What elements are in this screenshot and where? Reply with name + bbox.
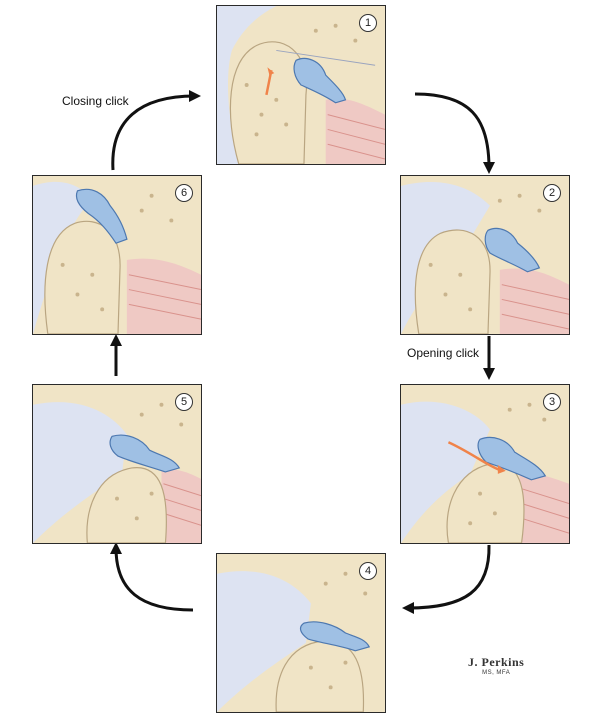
step-number-1: 1 bbox=[359, 14, 377, 32]
arrow-4-to-5 bbox=[110, 542, 194, 612]
arrow-3-to-4 bbox=[402, 544, 491, 614]
artist-name: J. Perkins bbox=[468, 655, 525, 669]
step-number-6: 6 bbox=[175, 184, 193, 202]
joint-illustration-4 bbox=[217, 554, 385, 712]
panel-1: 1 bbox=[216, 5, 386, 165]
joint-illustration-6 bbox=[33, 176, 201, 334]
step-number-2: 2 bbox=[543, 184, 561, 202]
artist-signature: J. Perkins MS, MFA bbox=[468, 655, 524, 676]
step-number-5: 5 bbox=[175, 393, 193, 411]
artist-credentials: MS, MFA bbox=[482, 670, 511, 676]
panel-2: 2 bbox=[400, 175, 570, 335]
joint-illustration-5 bbox=[33, 385, 201, 543]
panel-6: 6 bbox=[32, 175, 202, 335]
panel-4: 4 bbox=[216, 553, 386, 713]
opening-click-label: Opening click bbox=[407, 346, 480, 360]
panel-5: 5 bbox=[32, 384, 202, 544]
joint-illustration-2 bbox=[401, 176, 569, 334]
motion-arrow bbox=[447, 441, 501, 472]
joint-illustration-1 bbox=[217, 6, 385, 164]
panel-3: 3 bbox=[400, 384, 570, 544]
step-number-4: 4 bbox=[359, 562, 377, 580]
joint-illustration-3 bbox=[401, 385, 569, 543]
arrow-1-to-2 bbox=[414, 92, 495, 174]
closing-click-label: Closing click bbox=[62, 94, 129, 108]
step-number-3: 3 bbox=[543, 393, 561, 411]
